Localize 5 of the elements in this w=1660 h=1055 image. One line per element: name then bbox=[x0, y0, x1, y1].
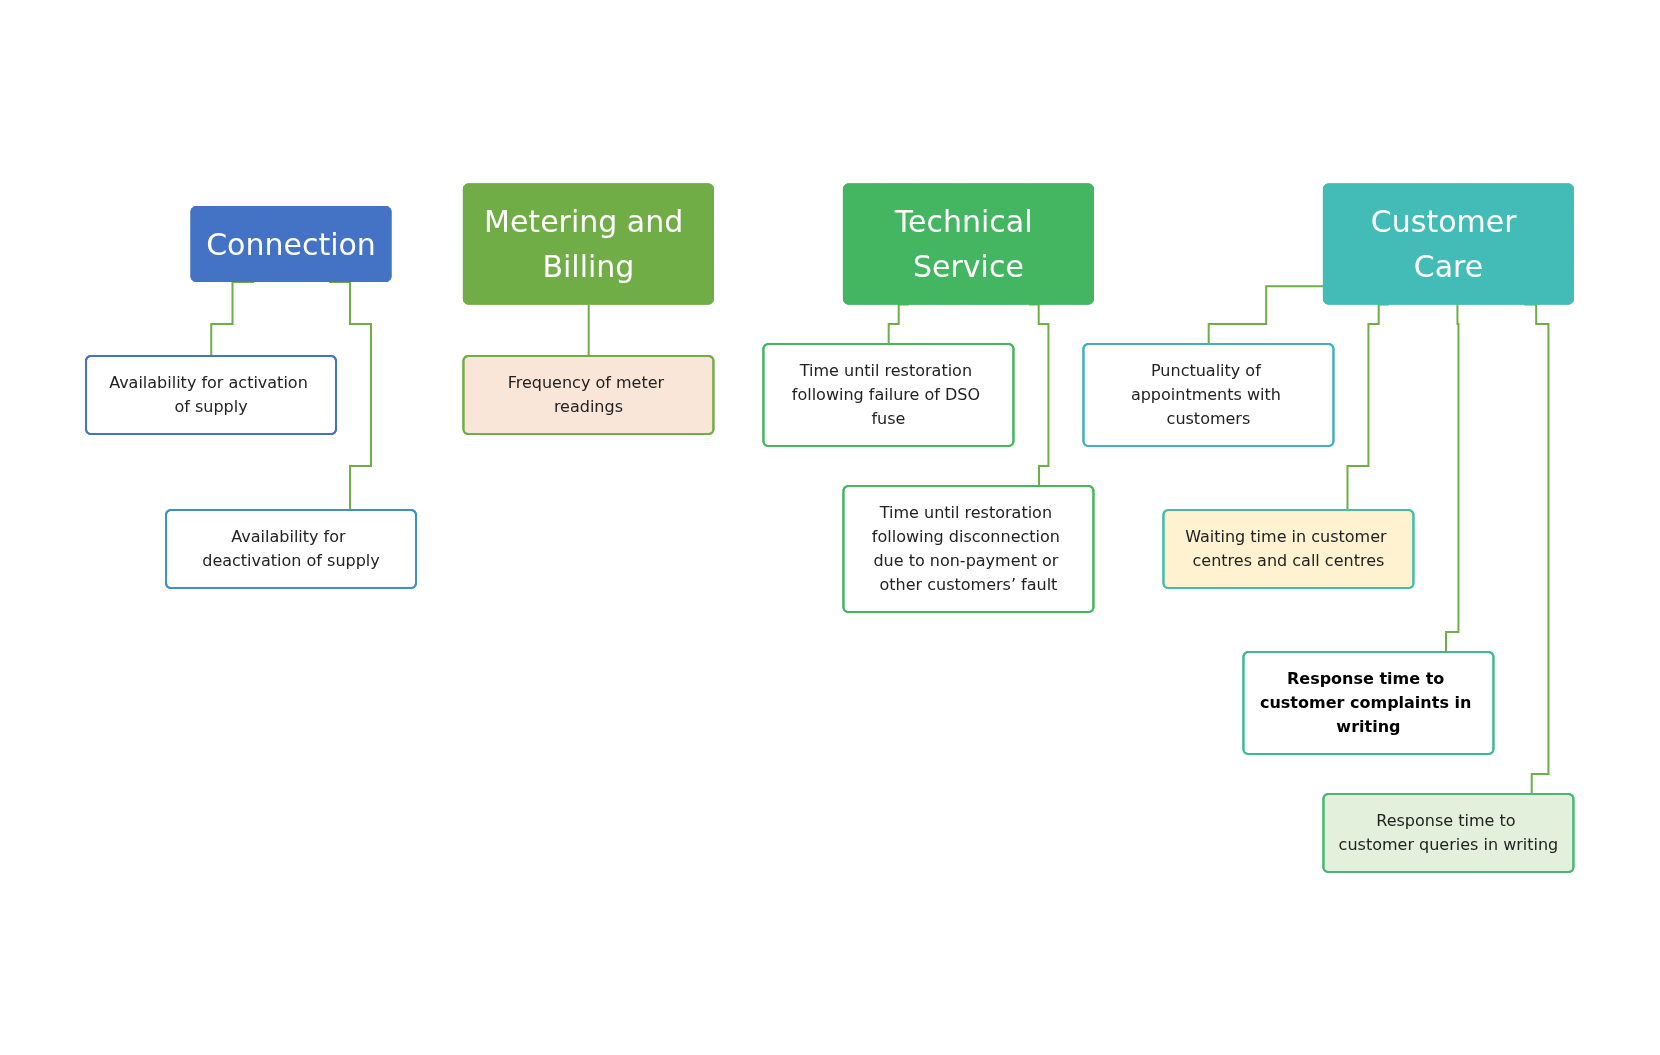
node-text: Availability for deactivation of supply bbox=[202, 526, 381, 570]
connector bbox=[887, 303, 911, 345]
connector bbox=[1028, 303, 1050, 487]
connector bbox=[587, 303, 591, 357]
node-text: Availability for activation of supply bbox=[109, 372, 309, 416]
